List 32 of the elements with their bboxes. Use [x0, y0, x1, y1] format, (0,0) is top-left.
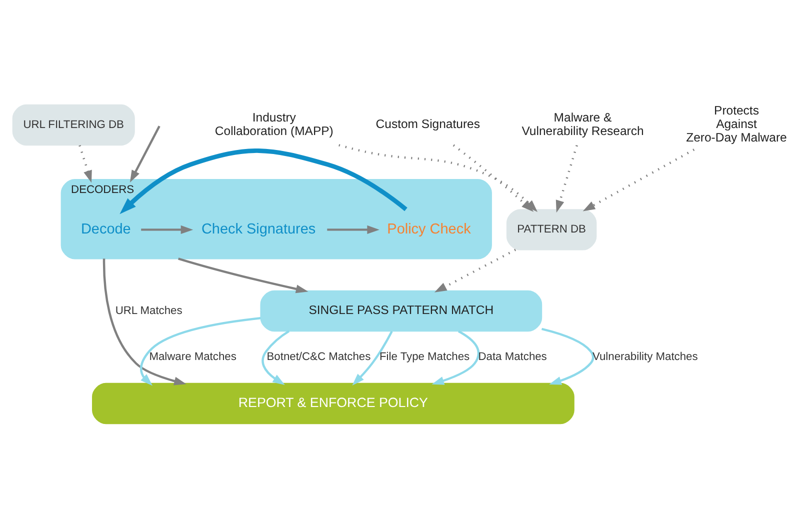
- node-text: Decode: [80, 221, 131, 238]
- node-text: Industry Collaboration (MAPP): [214, 110, 334, 138]
- arrow: [141, 225, 194, 234]
- node-text: Policy Check: [387, 221, 471, 238]
- node-box: URL FILTERING DB: [12, 104, 135, 146]
- arrow: [78, 145, 92, 183]
- arrow: [327, 225, 380, 234]
- arrow: [130, 126, 160, 183]
- arrow: [556, 145, 578, 213]
- edge-label: Malware Matches: [149, 351, 236, 364]
- edge-label: Botnet/C&C Matches: [266, 351, 371, 364]
- arrow: [102, 258, 186, 386]
- node-text: Protects Against Zero-Day Malware: [686, 104, 787, 144]
- arrow: [452, 144, 534, 212]
- arrow: [432, 330, 480, 385]
- node-text: Malware & Vulnerability Research: [522, 110, 644, 138]
- node-box: REPORT & ENFORCE POLICY: [92, 382, 574, 424]
- arrow: [582, 148, 695, 212]
- arrow: [262, 330, 290, 386]
- edge-label: Data Matches: [478, 351, 547, 364]
- node-box: SINGLE PASS PATTERN MATCH: [260, 290, 542, 332]
- arrow: [541, 328, 594, 385]
- arrow: [434, 248, 516, 292]
- arrow: [140, 316, 261, 386]
- node-box: PATTERN DB: [506, 209, 597, 250]
- arrow: [178, 258, 308, 294]
- edge-label: URL Matches: [115, 304, 182, 317]
- arrow: [120, 148, 408, 214]
- node-text: Check Signatures: [201, 221, 316, 238]
- edge-label: File Type Matches: [380, 351, 470, 364]
- arrow: [352, 330, 393, 386]
- node-text: Custom Signatures: [376, 117, 480, 132]
